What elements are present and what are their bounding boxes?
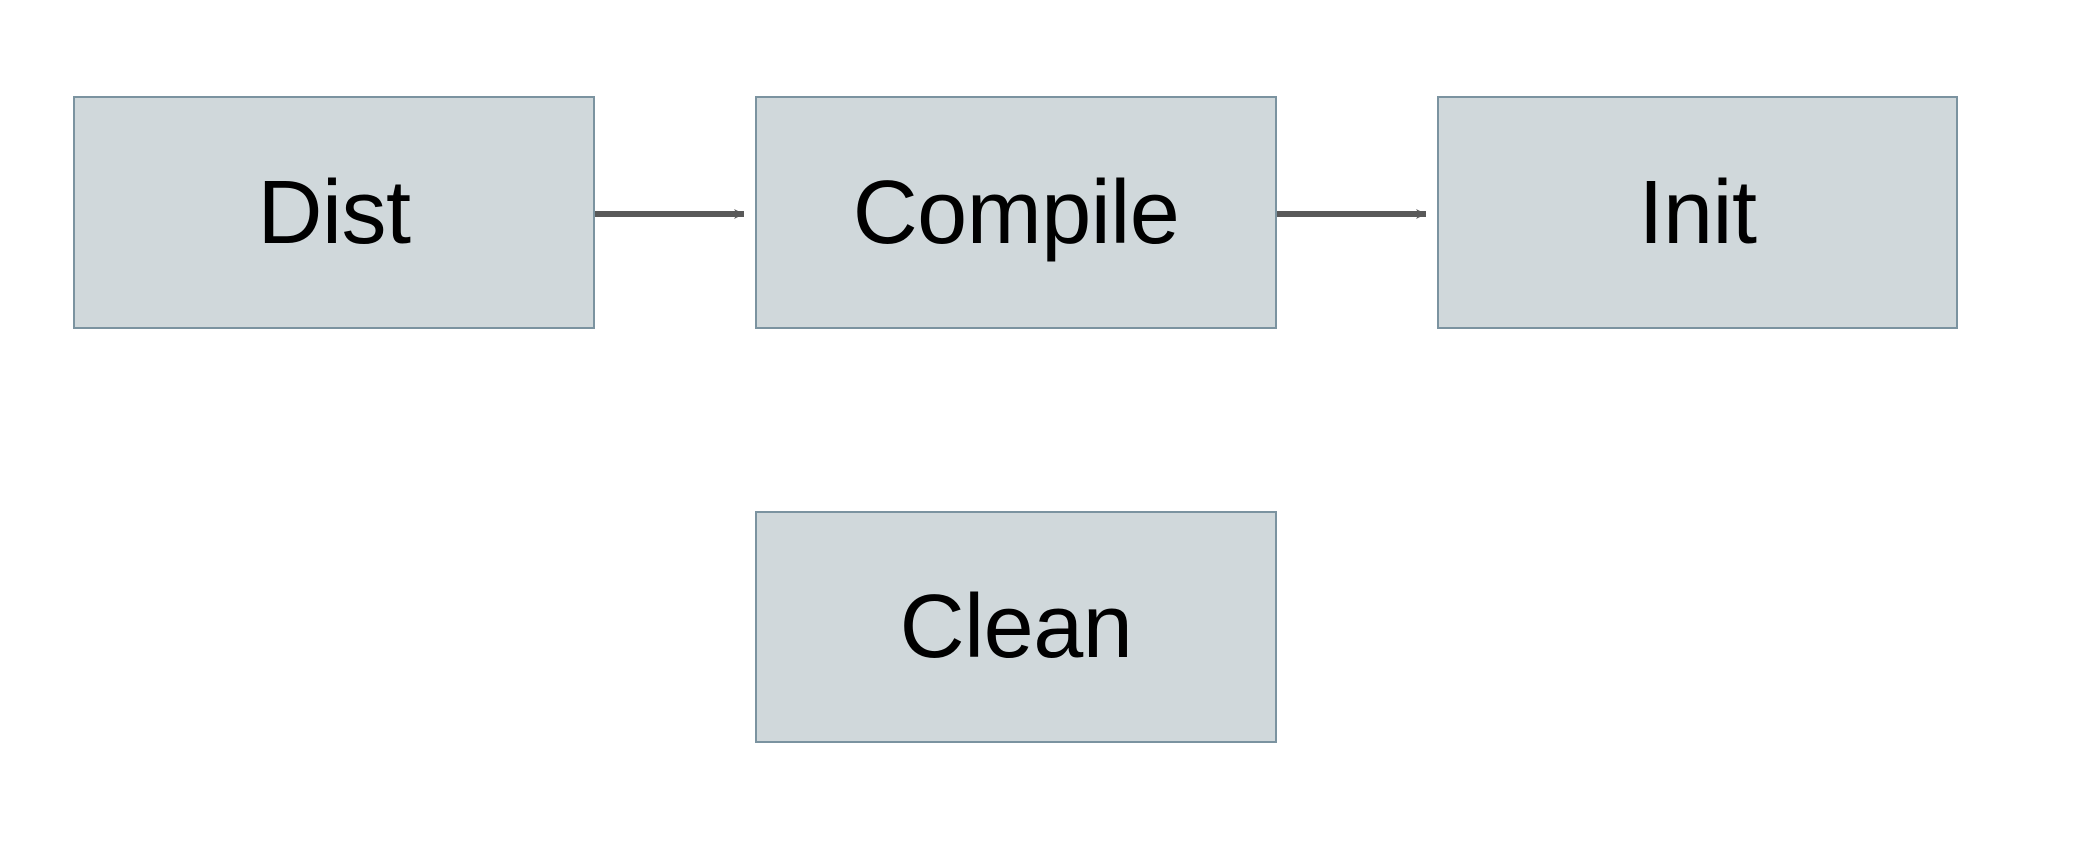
node-clean[interactable]: Clean	[755, 511, 1277, 743]
node-dist-label: Dist	[257, 162, 412, 263]
node-dist[interactable]: Dist	[73, 96, 595, 329]
node-clean-label: Clean	[899, 577, 1133, 677]
node-compile[interactable]: Compile	[755, 96, 1277, 329]
node-compile-label: Compile	[852, 162, 1180, 263]
node-init[interactable]: Init	[1437, 96, 1958, 329]
edge-dist-to-compile-hitbox[interactable]	[595, 194, 755, 234]
edge-compile-to-init-hitbox[interactable]	[1277, 194, 1437, 234]
node-init-label: Init	[1638, 162, 1757, 263]
